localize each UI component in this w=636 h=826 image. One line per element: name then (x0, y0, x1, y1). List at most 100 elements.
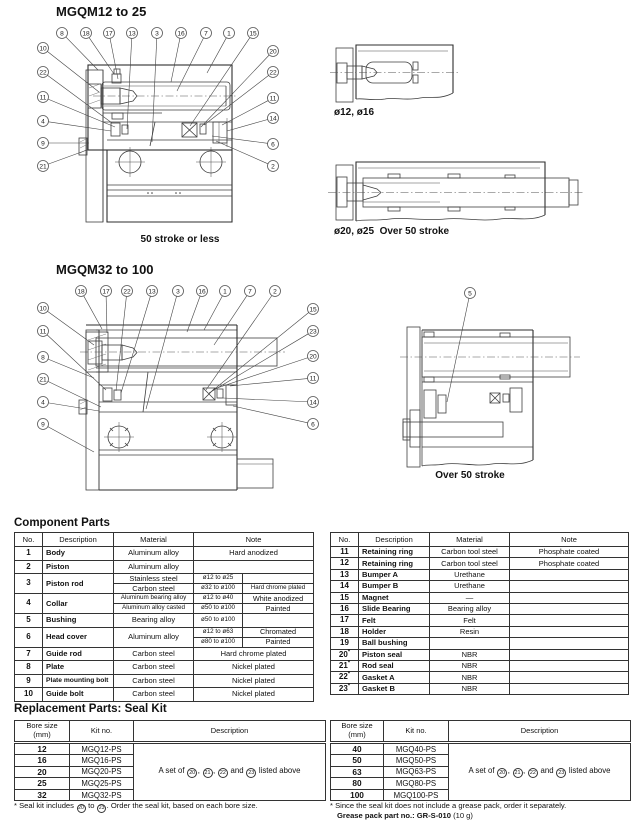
seal-kit-footnote-right: * Since the seal kit does not include a … (330, 801, 567, 820)
cell-bore-size: 80 (330, 777, 384, 790)
cell-description: Retaining ring (358, 545, 430, 559)
callout-leader-line (48, 149, 88, 165)
callout-leader-line (213, 295, 248, 346)
callout-leader-line (205, 295, 273, 391)
cell-kit-no: MGQ100-PS (383, 788, 449, 802)
cell-description: Bumper A (358, 568, 430, 582)
cell (242, 573, 314, 584)
callout-number: 4 (41, 399, 45, 406)
callout-number: 15 (309, 306, 317, 313)
callout-leader-line (229, 378, 308, 387)
callout-number: 20 (269, 48, 277, 55)
cell-note: Nickel plated (193, 673, 314, 688)
cell: Carbon steel (113, 687, 194, 702)
cell-description: Plate (42, 660, 114, 675)
callout-circle (464, 287, 476, 299)
cell-no: 1 (14, 546, 43, 561)
cell-no: 5 (14, 613, 43, 628)
callout-number: 22 (39, 69, 47, 76)
cell-description: Retaining ring (358, 557, 430, 570)
callout-leader-line (83, 295, 103, 330)
callout-leader-line (200, 54, 270, 128)
callout-number: 1 (227, 30, 231, 37)
cell-no: 18 (330, 625, 359, 639)
cell-description: Piston rod (42, 573, 114, 594)
cell-no: 17 (330, 614, 359, 627)
cell-note: Nickel plated (193, 660, 314, 675)
callout-circle (80, 27, 92, 39)
circled-number: 23 (246, 768, 257, 779)
callout-number: 21 (39, 376, 47, 383)
callout-leader-line (211, 312, 309, 392)
cell: ø12 to ø63 (193, 626, 243, 638)
cell-kit-no: MGQ16-PS (69, 754, 134, 767)
cell (509, 671, 629, 684)
callout-circle (244, 285, 256, 297)
callout-circle (247, 27, 259, 39)
cell-description: Guide bolt (42, 687, 114, 702)
callout-leader-line (232, 405, 308, 424)
callout-circle (307, 418, 319, 430)
cell-kit-no: MGQ32-PS (69, 788, 134, 802)
callout-circle (100, 285, 112, 297)
cell-kit-no: MGQ12-PS (69, 742, 134, 755)
callout-circle (37, 302, 49, 314)
callout-leader-line (88, 37, 115, 75)
callout-number: 10 (39, 45, 47, 52)
cell-description: Guide rod (42, 646, 114, 661)
callout-number: 10 (39, 305, 47, 312)
callout-number: 11 (310, 375, 317, 382)
callout-circle (196, 285, 208, 297)
fig1-small-bottom-caption: ø20, ø25 Over 50 stroke (334, 226, 450, 237)
cell-note: Hard anodized (193, 546, 314, 561)
callout-number: 16 (177, 30, 185, 37)
callout-leader-line (109, 38, 119, 80)
callout-number: 1 (223, 288, 227, 295)
cell-material: Aluminum alloy (113, 626, 194, 648)
cell-no: 16 (330, 602, 359, 616)
callout-leader-line (221, 100, 269, 126)
callout-number: 4 (41, 118, 45, 125)
cell: Carbon steel (113, 646, 194, 661)
cell (509, 614, 629, 627)
section1-title: MGQM12 to 25 (56, 4, 147, 19)
cell-bore-size: 20 (14, 765, 70, 779)
callout-leader-line (222, 397, 308, 403)
cell-no: 20* (330, 648, 359, 661)
cell-no: 7 (14, 646, 43, 661)
callout-circle (126, 27, 138, 39)
cell (509, 682, 629, 696)
cell-no: 23* (330, 682, 359, 696)
callout-leader-line (48, 402, 100, 412)
cell-bore-size: 50 (330, 754, 384, 767)
cell-description: Rod seal (358, 659, 430, 673)
callout-number: 14 (309, 399, 317, 406)
grease-pack-part-no: Grease pack part no.: GR-S-010 (337, 810, 451, 820)
cell-description: Piston (42, 559, 114, 574)
cell-description: Felt (358, 614, 430, 627)
col-header-no: No. (330, 532, 359, 547)
callout-leader-line (203, 295, 223, 331)
circled-number: 22 (217, 768, 228, 779)
callout-number: 22 (269, 69, 277, 76)
callout-leader-line (189, 37, 251, 127)
cell-kit-no: MGQ50-PS (383, 754, 449, 767)
cell-description: Body (42, 546, 114, 561)
callout-number: 11 (270, 95, 277, 102)
callout-leader-line (47, 358, 95, 379)
circled-number: 21 (512, 768, 523, 779)
cell (509, 659, 629, 673)
callout-number: 11 (40, 328, 47, 335)
cell (242, 613, 314, 628)
cell-no: 12 (330, 557, 359, 570)
callout-circle (37, 373, 49, 385)
callout-circle (103, 27, 115, 39)
cell: Carbon steel (113, 673, 194, 688)
callout-leader-line (145, 296, 177, 410)
